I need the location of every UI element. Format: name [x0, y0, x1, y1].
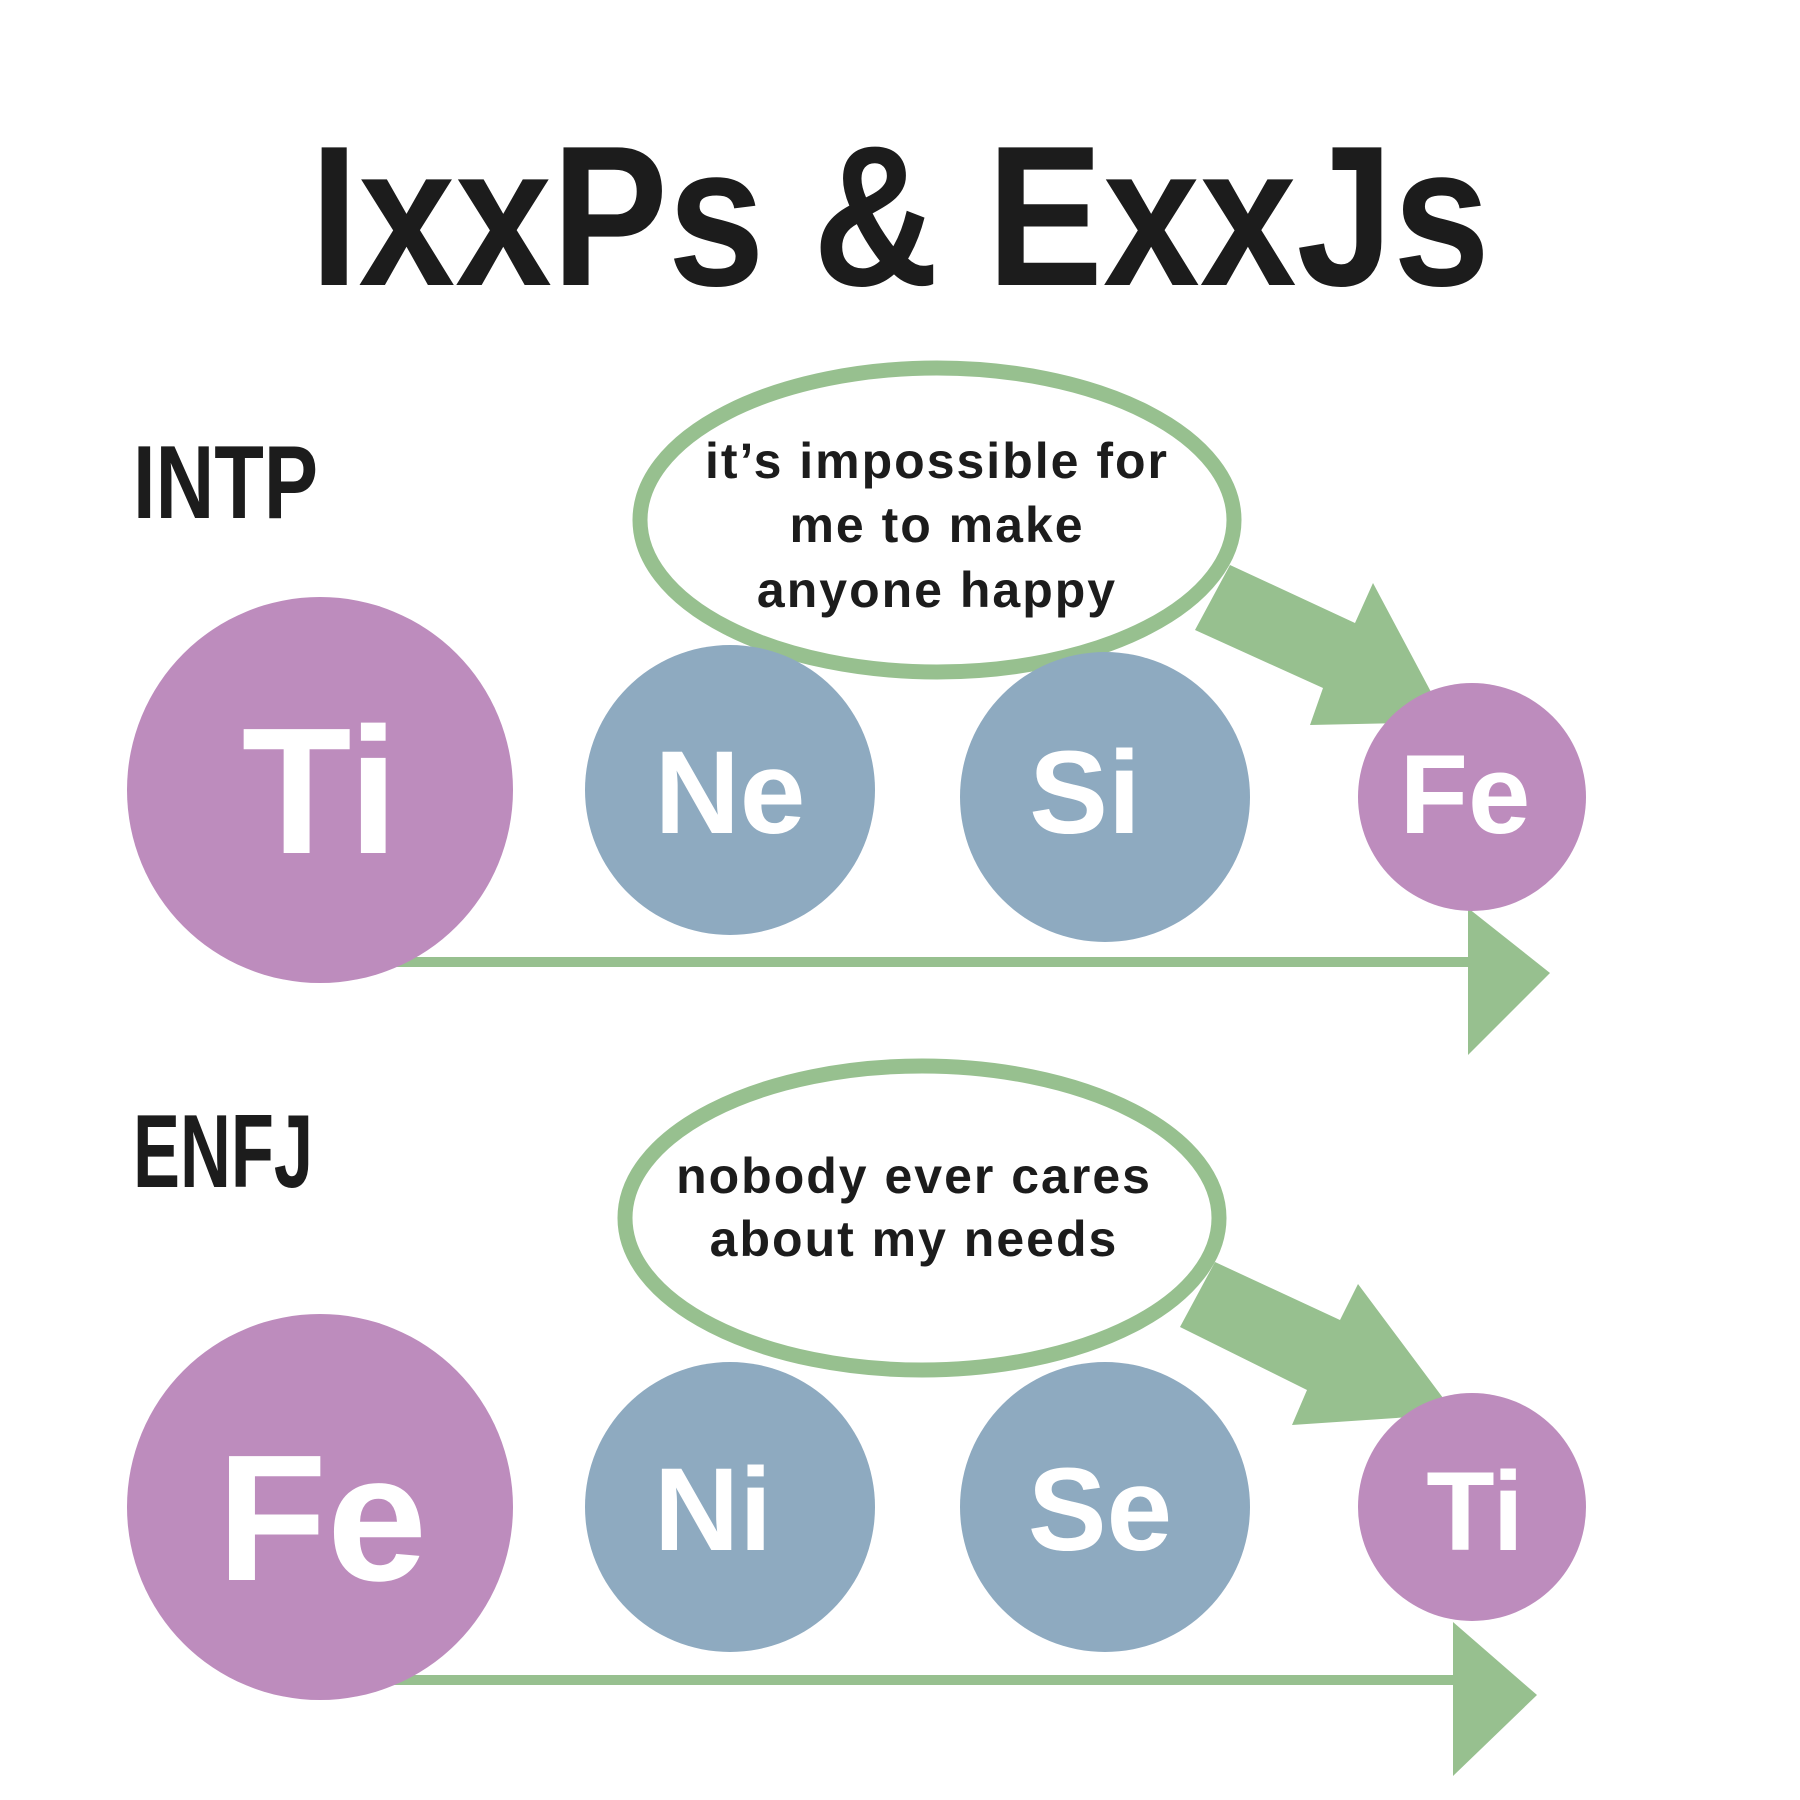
thought-line: nobody ever cares	[676, 1148, 1152, 1204]
row-enfj: ENFJ nobody ever cares about my needs Fe…	[127, 1058, 1586, 1776]
type-label: ENFJ	[133, 1094, 313, 1210]
function-label: Ni	[654, 1444, 772, 1576]
function-circle-dominant	[127, 1314, 513, 1700]
function-circle-auxiliary	[585, 1362, 875, 1652]
thought-line: about my needs	[710, 1211, 1119, 1267]
thought-line: me to make	[789, 497, 1084, 553]
function-circle-tertiary	[960, 652, 1250, 942]
function-label: Si	[1029, 727, 1141, 859]
timeline-arrow-head	[1468, 908, 1550, 1055]
function-circle-inferior	[1358, 1393, 1586, 1621]
page-title: IxxPs & ExxJs	[310, 105, 1490, 328]
bubble-to-inferior-arrow	[1180, 1262, 1455, 1425]
function-label: Fe	[1400, 732, 1531, 857]
thought-bubble	[617, 1058, 1227, 1378]
bubble-to-inferior-arrow	[1195, 565, 1447, 725]
thought-line: it’s impossible for	[705, 433, 1169, 489]
function-circle-tertiary	[960, 1362, 1250, 1652]
function-label: Fe	[217, 1418, 427, 1619]
function-circle-dominant	[127, 597, 513, 983]
function-label: Se	[1028, 1444, 1172, 1576]
function-label: Ti	[1426, 1449, 1524, 1574]
timeline-arrow-head	[1453, 1622, 1537, 1776]
thought-line: anyone happy	[757, 562, 1117, 618]
row-intp: INTP it’s impossible for me to make anyo…	[127, 360, 1586, 1055]
function-circle-auxiliary	[585, 645, 875, 935]
function-circle-inferior	[1358, 683, 1586, 911]
function-label: Ne	[655, 727, 806, 859]
thought-bubble	[632, 360, 1242, 680]
timeline-arrow-shaft	[385, 1675, 1460, 1685]
type-label: INTP	[133, 425, 318, 541]
function-label: Ti	[242, 691, 399, 892]
timeline-arrow-shaft	[385, 957, 1475, 967]
